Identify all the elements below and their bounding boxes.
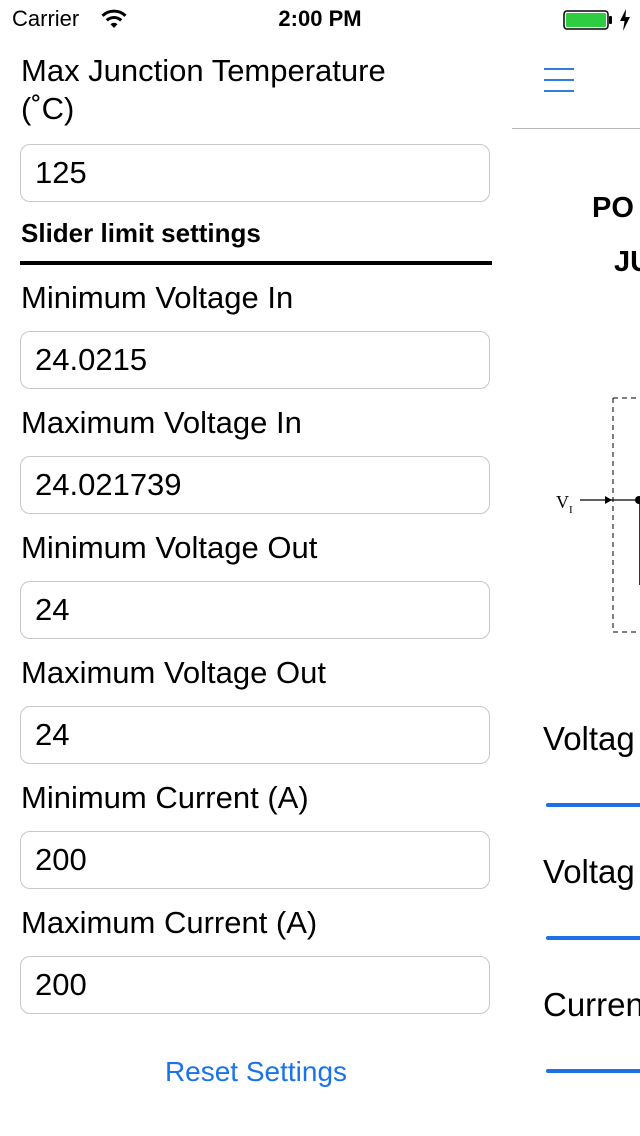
max-voltage-in-label: Maximum Voltage In (21, 405, 302, 440)
main-screen: PO JU VI Voltag Voltag Curren (512, 40, 640, 1136)
diagram-input-label: V (556, 492, 569, 512)
voltage-in-slider[interactable] (546, 803, 640, 807)
settings-panel: Max Junction Temperature (˚C) 125 Slider… (0, 40, 512, 1136)
section-divider (20, 261, 492, 265)
min-voltage-out-field[interactable]: 24 (20, 581, 490, 639)
min-voltage-out-label: Minimum Voltage Out (21, 530, 318, 565)
max-junction-temp-label: Max Junction Temperature (˚C) (21, 52, 386, 128)
slider-limit-settings-title: Slider limit settings (21, 218, 261, 248)
carrier-label: Carrier (12, 6, 80, 31)
current-slider-label: Curren (543, 986, 640, 1023)
min-current-field[interactable]: 200 (20, 831, 490, 889)
min-voltage-in-field[interactable]: 24.0215 (20, 331, 490, 389)
wifi-icon (101, 9, 127, 28)
min-current-label: Minimum Current (A) (21, 780, 309, 815)
min-voltage-in-label: Minimum Voltage In (21, 280, 294, 315)
main-title-line2: JU (614, 246, 640, 278)
main-title-line1: PO (592, 192, 634, 224)
circuit-diagram: VI (556, 397, 640, 633)
max-voltage-out-label: Maximum Voltage Out (21, 655, 326, 690)
max-voltage-out-field[interactable]: 24 (20, 706, 490, 764)
diagram-input-subscript: I (569, 504, 573, 516)
menu-icon[interactable] (544, 68, 574, 94)
svg-text:VI: VI (556, 492, 573, 516)
voltage-in-slider-label: Voltag (543, 720, 635, 757)
max-junction-temp-field[interactable]: 125 (20, 144, 490, 202)
nav-bar-divider (512, 128, 640, 129)
status-bar: Carrier 2:00 PM (0, 0, 640, 40)
voltage-out-slider[interactable] (546, 936, 640, 940)
charging-bolt-icon (620, 9, 630, 31)
max-current-field[interactable]: 200 (20, 956, 490, 1014)
max-junction-temp-label-line2: (˚C) (21, 91, 75, 126)
voltage-out-slider-label: Voltag (543, 853, 635, 890)
reset-settings-button[interactable]: Reset Settings (164, 1056, 348, 1087)
max-junction-temp-label-line1: Max Junction Temperature (21, 53, 386, 88)
current-slider[interactable] (546, 1069, 640, 1073)
status-time: 2:00 PM (278, 6, 362, 31)
battery-icon (563, 10, 612, 30)
max-voltage-in-field[interactable]: 24.021739 (20, 456, 490, 514)
max-current-label: Maximum Current (A) (21, 905, 318, 940)
